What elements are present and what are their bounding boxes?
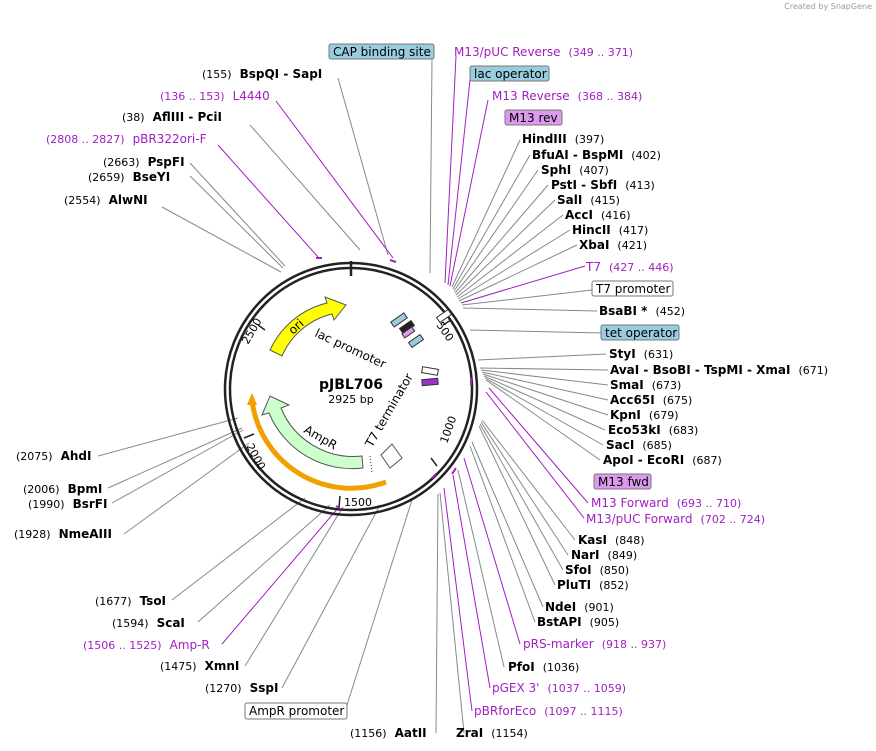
label-t7: T7(427 .. 446) (585, 260, 674, 274)
label-kpni: KpnI(679) (610, 408, 679, 422)
label-bpmi: (2006)BpmI (23, 482, 102, 496)
ampR-dashes (369, 455, 373, 473)
label-nari: NarI(849) (571, 548, 637, 562)
label-psti: PstI - SbfI(413) (551, 178, 655, 192)
label-avai: AvaI - BsoBI - TspMI - XmaI(671) (610, 363, 828, 377)
lac-promoter-label: lac promoter (313, 326, 389, 371)
primer-leader-lines (217, 55, 589, 712)
label-kasi: KasI(848) (578, 533, 645, 547)
label-afliii: (38)AflIII - PciI (122, 110, 222, 124)
label-alwni: (2554)AlwNI (64, 193, 148, 207)
label-bspqi: (155)BspQI - SapI (202, 67, 322, 81)
label-sphi: SphI(407) (541, 163, 609, 177)
label-eco53ki: Eco53kI(683) (608, 423, 698, 437)
label-tsoi: (1677)TsoI (95, 594, 166, 608)
label-xbai: XbaI(421) (579, 238, 647, 252)
label-pfoi: PfoI(1036) (508, 660, 579, 674)
labels-left: (2075)AhdI (2006)BpmI (1990)BsrFI (1928)… (14, 449, 427, 740)
ampR-promoter-arrow (247, 393, 257, 405)
label-cap-binding-site: CAP binding site (333, 45, 431, 59)
label-apoi: ApoI - EcoRI(687) (603, 453, 722, 467)
label-m13-reverse: M13 Reverse(368 .. 384) (492, 89, 642, 103)
plasmid-backbone (223, 261, 479, 517)
label-ndei: NdeI(901) (545, 600, 614, 614)
label-bsrfi: (1990)BsrFI (28, 497, 107, 511)
tick-label-1000: 1000 (438, 414, 460, 445)
label-pbr322ori: (2808 .. 2827)pBR322ori-F (46, 132, 207, 146)
label-m13-puc-reverse: M13/pUC Reverse(349 .. 371) (454, 45, 633, 59)
label-bfuai: BfuAI - BspMI(402) (532, 148, 661, 162)
label-hincii: HincII(417) (572, 223, 648, 237)
label-lac-operator: lac operator (474, 67, 547, 81)
label-hindiii: HindIII(397) (522, 132, 604, 146)
label-ampr-promoter: AmpR promoter (249, 704, 344, 718)
snapgene-credit: Created by SnapGene (784, 2, 872, 11)
label-nmeaiii: (1928)NmeAIII (14, 527, 112, 541)
label-m13-rev: M13 rev (509, 111, 558, 125)
plasmid-length: 2925 bp (328, 393, 373, 406)
label-m13-forward: M13 Forward(693 .. 710) (591, 496, 741, 510)
label-bstapi: BstAPI(905) (537, 615, 619, 629)
label-m13-fwd: M13 fwd (598, 475, 649, 489)
label-zrai: ZraI(1154) (456, 726, 528, 740)
label-ahdi: (2075)AhdI (16, 449, 91, 463)
ampR-feature (261, 395, 364, 470)
label-saci: SacI(685) (606, 438, 672, 452)
label-sali: SalI(415) (557, 193, 620, 207)
tick-label-2500: 2500 (239, 316, 264, 347)
label-bsabi: BsaBI *(452) (599, 304, 685, 318)
label-bseyi: (2659)BseYI (88, 170, 170, 184)
plasmid-name: pJBL706 (319, 377, 383, 393)
label-acci: AccI(416) (565, 208, 631, 222)
label-prs-marker: pRS-marker(918 .. 937) (523, 637, 666, 651)
label-tet-operator: tet operator (605, 326, 677, 340)
label-smai: SmaI(673) (610, 378, 681, 392)
label-styi: StyI(631) (609, 347, 673, 361)
label-m13-puc-forward: M13/pUC Forward(702 .. 724) (586, 512, 765, 526)
label-acc65i: Acc65I(675) (610, 393, 692, 407)
labels-top-left: (155)BspQI - SapI (136 .. 153)L4440 (38)… (46, 67, 322, 207)
tick-label-1500: 1500 (344, 496, 372, 509)
label-pgex3: pGEX 3'(1037 .. 1059) (492, 681, 626, 695)
label-sspi: (1270)SspI (205, 681, 278, 695)
label-aatii: (1156)AatII (350, 726, 427, 740)
label-l4440: (136 .. 153)L4440 (160, 89, 270, 103)
labels-right: CAP binding site M13/pUC Reverse(349 .. … (328, 43, 828, 740)
t7-terminator-feature (380, 443, 403, 469)
label-amp-r: (1506 .. 1525)Amp-R (83, 638, 210, 652)
tick-marks (243, 319, 452, 508)
label-sfoi: SfoI(850) (565, 563, 629, 577)
label-scai: (1594)ScaI (112, 616, 185, 630)
label-pluti: PluTI(852) (557, 578, 629, 592)
ampR-promoter-arc (249, 399, 387, 491)
mcs-feature-glyphs (390, 308, 453, 387)
label-t7-promoter: T7 promoter (595, 282, 671, 296)
label-xmni: (1475)XmnI (160, 659, 239, 673)
tick-label-2000: 2000 (243, 441, 268, 472)
primer-marks (316, 257, 472, 509)
label-pbrforeco: pBRforEco(1097 .. 1115) (474, 704, 623, 718)
ori-feature (269, 296, 347, 357)
leader-lines (97, 57, 609, 734)
label-pspfi: (2663)PspFI (103, 155, 185, 169)
